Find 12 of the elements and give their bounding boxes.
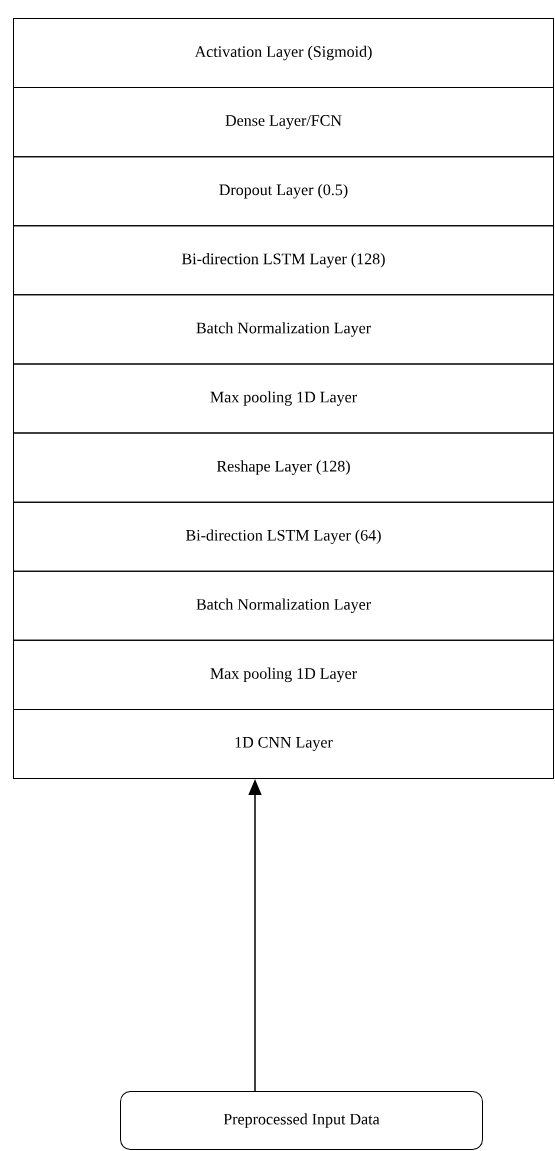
layer-band: Batch Normalization Layer (13, 570, 554, 641)
layer-band: Bi-direction LSTM Layer (128) (13, 225, 554, 296)
layer-band: 1D CNN Layer (13, 708, 554, 779)
layer-band: Max pooling 1D Layer (13, 363, 554, 434)
layer-band: Reshape Layer (128) (13, 432, 554, 503)
layer-band: Max pooling 1D Layer (13, 639, 554, 710)
layer-band: Dense Layer/FCN (13, 87, 554, 158)
layer-band: Bi-direction LSTM Layer (64) (13, 501, 554, 572)
layer-band: Activation Layer (Sigmoid) (13, 18, 554, 89)
layer-band: Dropout Layer (0.5) (13, 156, 554, 227)
layer-band: Batch Normalization Layer (13, 294, 554, 365)
input-box: Preprocessed Input Data (120, 1091, 483, 1150)
